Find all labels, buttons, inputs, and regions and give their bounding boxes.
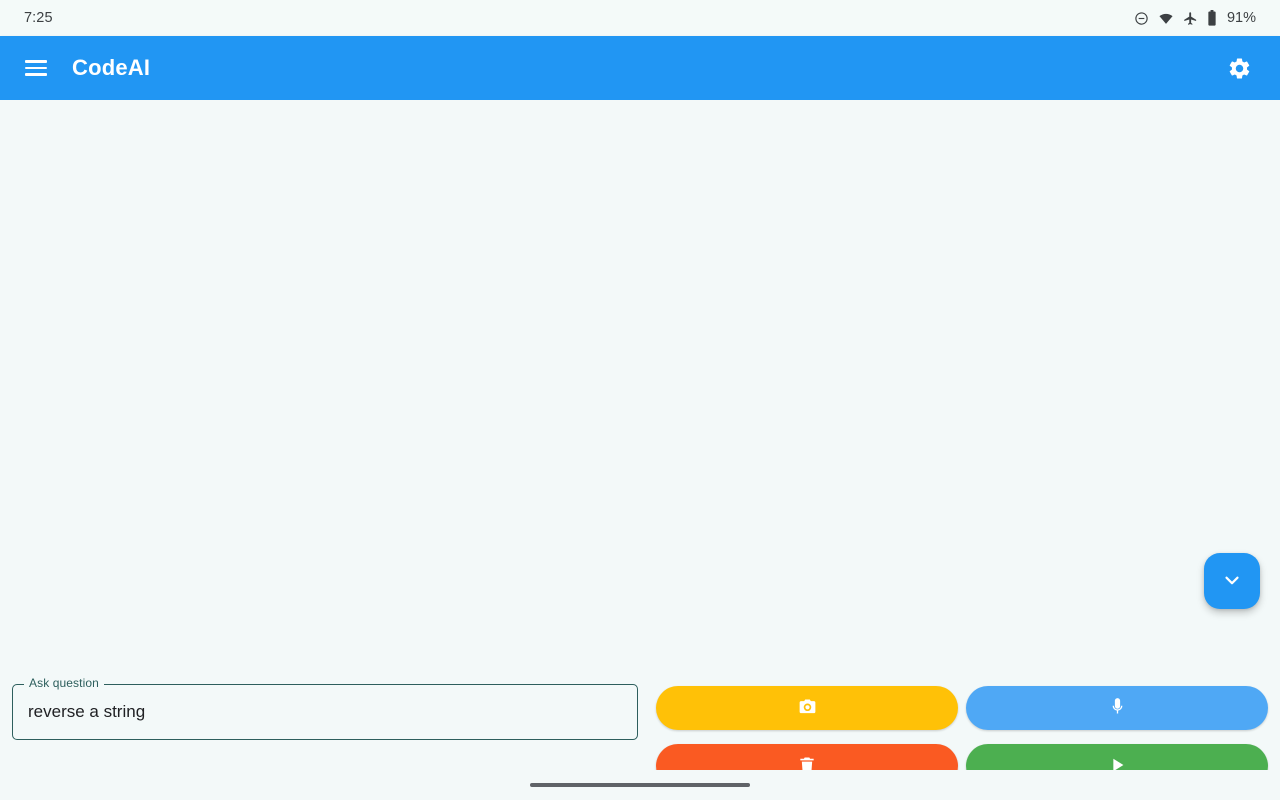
camera-icon — [797, 696, 818, 720]
airplane-mode-icon — [1183, 11, 1198, 26]
battery-icon — [1207, 10, 1217, 26]
status-icons: 91% — [1134, 10, 1256, 26]
app-bar: CodeAI — [0, 36, 1280, 100]
ask-question-field[interactable]: Ask question — [12, 676, 638, 740]
microphone-button[interactable] — [966, 686, 1268, 730]
hamburger-lines — [25, 56, 47, 80]
scroll-down-fab[interactable] — [1204, 553, 1260, 609]
microphone-icon — [1107, 696, 1128, 720]
camera-button[interactable] — [656, 686, 958, 730]
hamburger-menu-icon[interactable] — [16, 48, 56, 88]
battery-percent: 91% — [1226, 10, 1256, 26]
trash-icon — [797, 755, 817, 778]
home-gesture-pill[interactable] — [530, 782, 750, 788]
status-time: 7:25 — [24, 10, 53, 26]
play-icon — [1106, 754, 1128, 779]
ask-question-input[interactable] — [12, 684, 638, 740]
chevron-down-icon — [1221, 569, 1243, 594]
gear-icon[interactable] — [1218, 47, 1260, 89]
wifi-icon — [1158, 11, 1174, 26]
system-navigation-bar — [0, 770, 1280, 800]
status-bar: 7:25 91% — [0, 0, 1280, 36]
page-title: CodeAI — [72, 55, 151, 80]
conversation-area — [0, 100, 1280, 666]
do-not-disturb-icon — [1134, 11, 1149, 26]
input-toolbar: Ask question — [0, 666, 1280, 788]
